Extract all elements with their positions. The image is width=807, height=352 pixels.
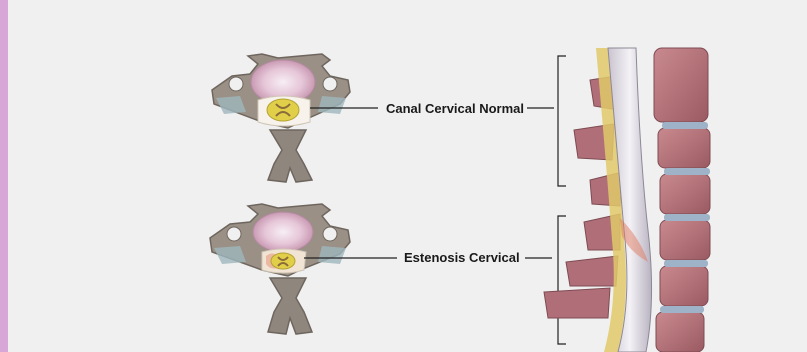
label-cervical-stenosis: Estenosis Cervical: [404, 250, 520, 265]
sagittal-spine: [544, 48, 710, 352]
bracket-stenosis: [558, 216, 566, 344]
bracket-normal: [558, 56, 566, 186]
vertebra-normal: [212, 54, 350, 182]
vertebra-stenosis: [210, 204, 350, 334]
label-normal-canal: Canal Cervical Normal: [386, 101, 524, 116]
